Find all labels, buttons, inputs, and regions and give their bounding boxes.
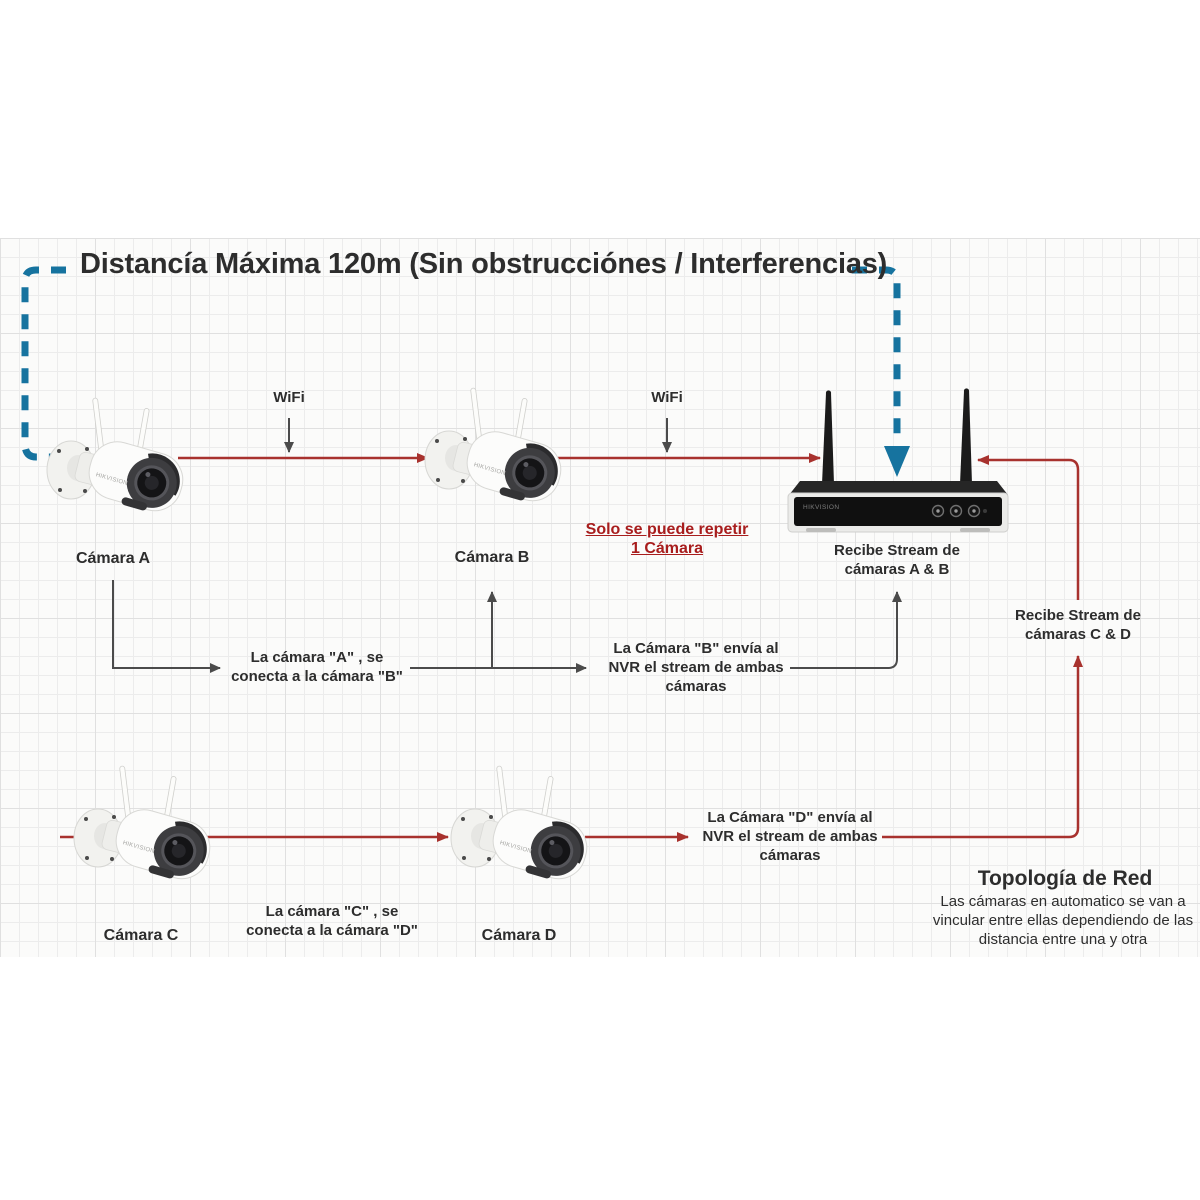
- max-distance-dashed-left: [21, 266, 66, 461]
- flow-note-d-to-nvr: La Cámara "D" envía al NVR el stream de …: [702, 809, 878, 865]
- camera-c-icon: [74, 766, 219, 889]
- topology-note-title: Topología de Red: [977, 867, 1153, 890]
- flow-note-a-to-b: La cámara "A" , se conecta a la cámara "…: [231, 649, 403, 686]
- camera-b-icon: [425, 388, 570, 511]
- nvr-receives-ab-label: Recibe Stream de cámaras A & B: [834, 542, 960, 579]
- nvr-brand-logo: HIKVISION: [803, 504, 839, 511]
- link-recibeCD-to-nvr: [977, 455, 1080, 600]
- wifi-label-2: WiFi: [651, 389, 683, 406]
- camera-d-label: Cámara D: [481, 927, 557, 944]
- connector-camA-to-note: [112, 580, 221, 673]
- nvr-receives-cd-label: Recibe Stream de cámaras C & D: [1015, 607, 1141, 644]
- wifi-label-1: WiFi: [273, 389, 305, 406]
- nvr-antenna-left: [822, 393, 834, 484]
- nvr-icon: HIKVISION: [787, 388, 1009, 533]
- flow-note-c-to-d: La cámara "C" , se conecta a la cámara "…: [246, 903, 418, 940]
- camera-a-icon: [47, 398, 192, 521]
- grey-flow-connectors: [112, 418, 902, 673]
- blue-arrowhead-into-nvr: [884, 446, 910, 477]
- camera-d-icon: [451, 766, 596, 889]
- camera-a-label: Cámara A: [75, 550, 151, 567]
- nvr-antenna-right: [960, 391, 972, 484]
- connector-to-recibeAB: [790, 591, 902, 669]
- flow-note-b-to-nvr: La Cámara "B" envía al NVR el stream de …: [608, 640, 784, 696]
- link-note-to-recibeCD: [882, 655, 1083, 839]
- camera-c-label: Cámara C: [103, 927, 179, 944]
- repeat-warning-line1: Solo se puede repetir: [585, 521, 749, 538]
- max-distance-dashed-right: [852, 266, 901, 440]
- repeat-warning-line2: 1 Cámara: [630, 540, 704, 558]
- repeat-warning: Solo se puede repetir 1 Cámara: [586, 520, 749, 558]
- nvr-front-buttons: [931, 504, 987, 518]
- topology-note-body: Las cámaras en automatico se van a vincu…: [932, 893, 1194, 948]
- camera-b-label: Cámara B: [454, 549, 530, 566]
- red-wireless-links: [60, 453, 1083, 842]
- diagram-title: Distancía Máxima 120m (Sin obstrucciónes…: [80, 248, 888, 280]
